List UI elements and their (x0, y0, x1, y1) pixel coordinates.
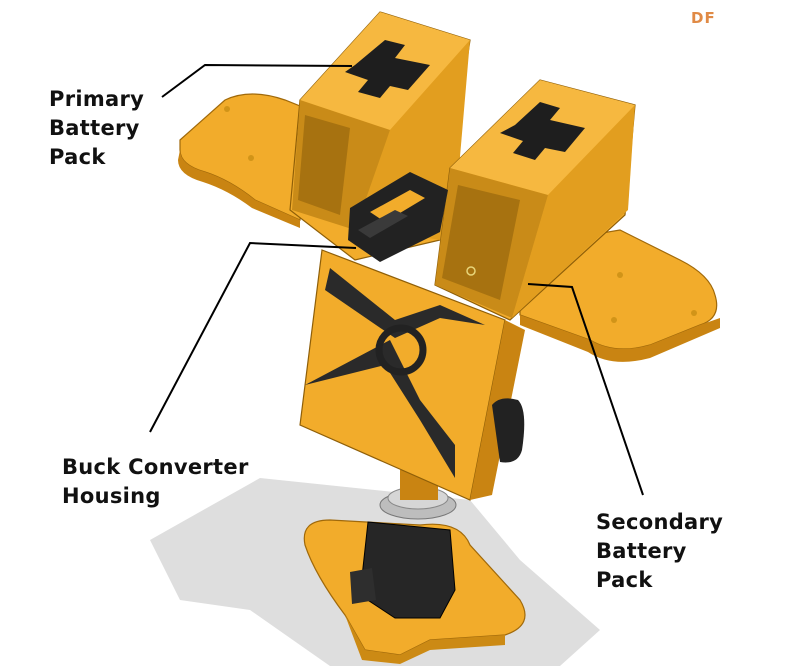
leader-line-secondary (527, 283, 644, 496)
label-line: Pack (596, 568, 653, 592)
label-buck-converter-housing: Buck Converter Housing (62, 453, 249, 511)
label-line: Pack (49, 145, 106, 169)
secondary-battery-pack (434, 79, 636, 321)
leader-line-primary (161, 63, 353, 98)
label-primary-battery-pack: Primary Battery Pack (49, 85, 144, 172)
strap-clip (348, 172, 448, 262)
servo-motor (350, 470, 457, 619)
label-line: Battery (596, 539, 687, 563)
label-line: Primary (49, 87, 145, 111)
label-secondary-battery-pack: Secondary Battery Pack (596, 508, 723, 595)
leader-line-buck (149, 241, 357, 433)
left-wing-plate (178, 93, 311, 228)
label-line: Buck Converter (62, 455, 249, 479)
label-line: Secondary (596, 510, 724, 534)
label-line: Battery (49, 116, 140, 140)
watermark-logo: DF (691, 9, 716, 27)
label-line: Housing (62, 484, 161, 508)
buck-converter-housing (299, 249, 525, 501)
